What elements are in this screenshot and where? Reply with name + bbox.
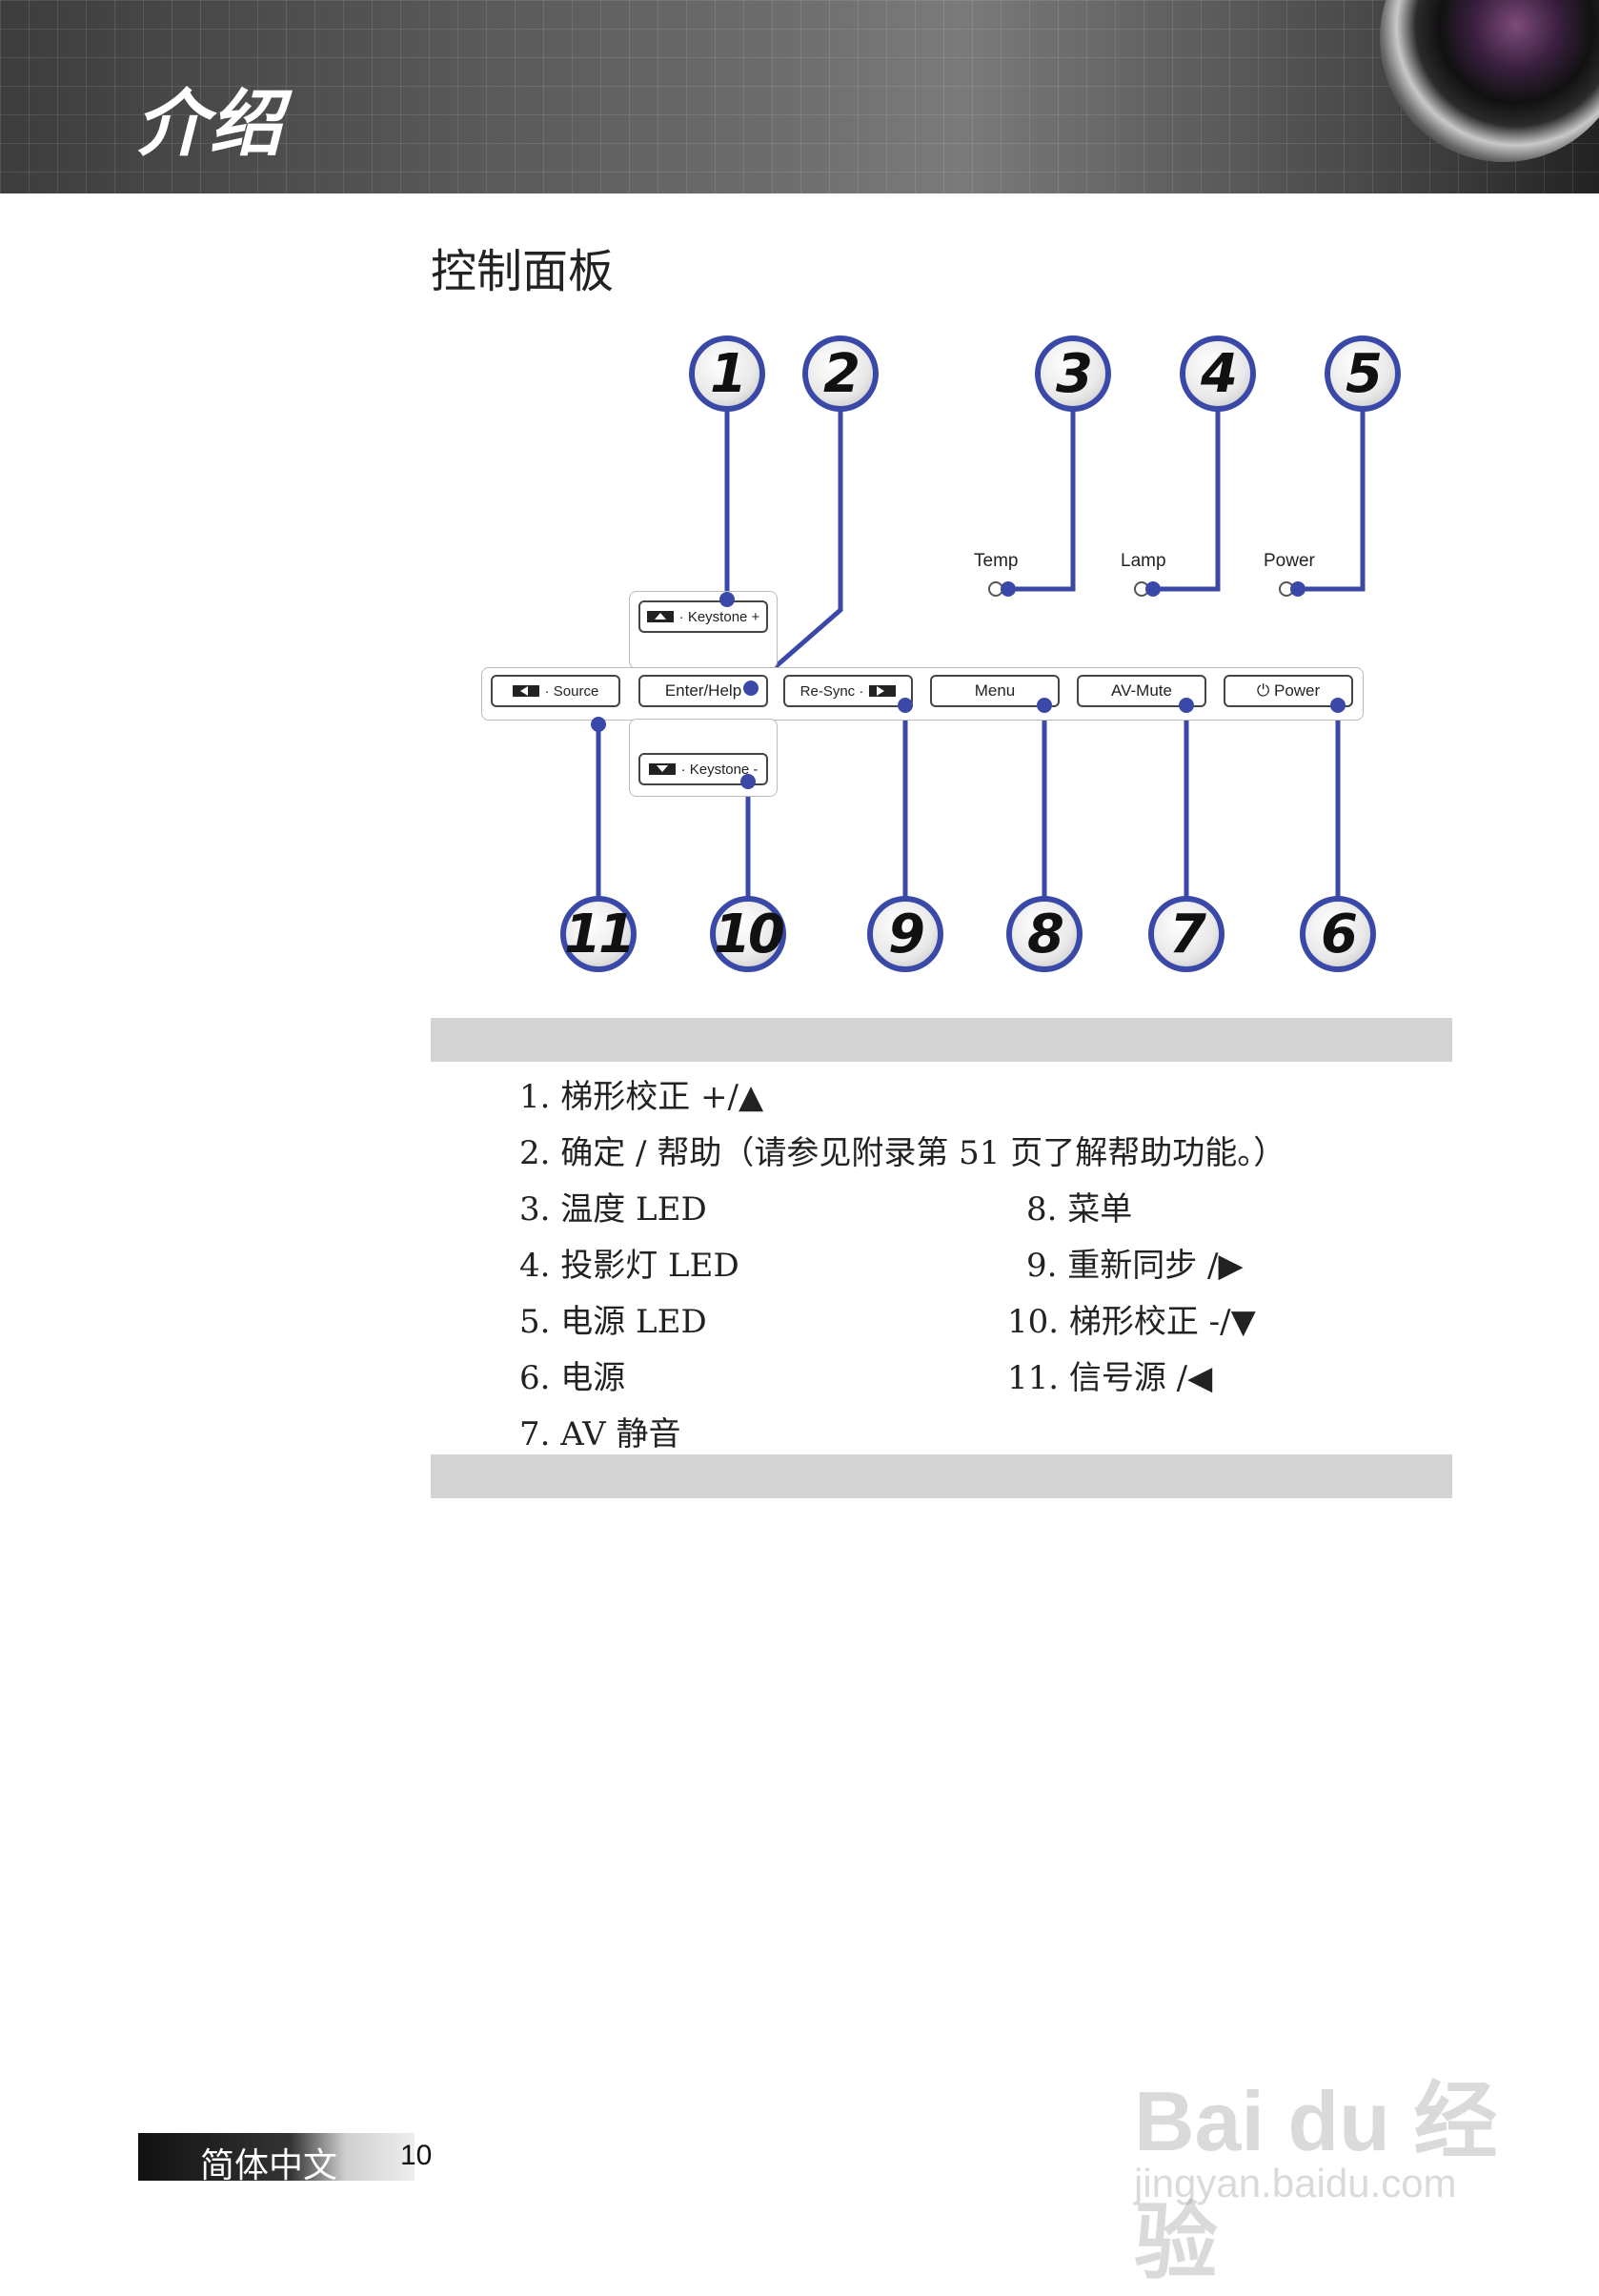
page-header: 介绍 <box>0 0 1599 193</box>
legend-item-1: 1. 梯形校正 +/▲ <box>519 1078 764 1116</box>
header-grid-pattern <box>0 0 1599 193</box>
legend-item-2: 2. 确定 / 帮助（请参见附录第 51 页了解帮助功能。） <box>519 1134 1286 1172</box>
legend-bottom-bar <box>431 1454 1452 1498</box>
connector-dot-8 <box>1037 698 1052 713</box>
connector-dot-5 <box>1290 581 1306 597</box>
page-number: 10 <box>400 2140 433 2171</box>
connector-dot-10 <box>740 774 756 789</box>
callout-5: 5 <box>1325 335 1401 412</box>
callout-9: 9 <box>867 896 943 972</box>
enter-help-label: Enter/Help <box>664 681 742 700</box>
source-button[interactable]: · Source <box>491 675 620 707</box>
connector-dot-1 <box>719 592 735 607</box>
connector-dot-9 <box>898 698 913 713</box>
connector-dot-3 <box>1001 581 1016 597</box>
right-arrow-icon <box>869 685 897 697</box>
callout-6: 6 <box>1300 896 1376 972</box>
av-mute-label: AV-Mute <box>1111 681 1172 700</box>
resync-label: Re-Sync · <box>800 682 864 700</box>
callout-10: 10 <box>710 896 786 972</box>
legend-item-3: 3. 温度 LED <box>519 1190 707 1229</box>
legend-item-10: 10. 梯形校正 -/▼ <box>1007 1303 1256 1341</box>
baidu-watermark: Bai du 经验 jingyan.baidu.com <box>1134 2054 1515 2289</box>
power-button[interactable]: ⏻ Power <box>1224 675 1353 707</box>
control-panel-diagram: · Keystone + · Source Enter/Help Re-Sync… <box>0 0 1599 1048</box>
legend-item-9: 9. 重新同步 /▶ <box>1026 1247 1244 1285</box>
header-title: 介绍 <box>135 81 284 166</box>
main-button-panel <box>481 667 1364 721</box>
watermark-url: jingyan.baidu.com <box>1134 2161 1457 2205</box>
footer-language-label: 简体中文 <box>200 2146 338 2185</box>
power-label: ⏻ Power <box>1256 681 1321 700</box>
left-arrow-icon <box>512 685 539 697</box>
power-led-label: Power <box>1264 551 1315 571</box>
connector-dot-11 <box>591 717 606 732</box>
legend-item-5: 5. 电源 LED <box>519 1303 707 1341</box>
legend-top-bar <box>431 1018 1452 1062</box>
legend-item-11: 11. 信号源 /◀ <box>1007 1359 1213 1397</box>
connector-dot-4 <box>1145 581 1161 597</box>
connector-dot-6 <box>1330 698 1346 713</box>
callout-11: 11 <box>560 896 637 972</box>
callout-8: 8 <box>1006 896 1083 972</box>
down-arrow-icon <box>648 763 676 775</box>
connector-dot-7 <box>1179 698 1194 713</box>
legend-item-7: 7. AV 静音 <box>519 1415 681 1453</box>
source-label: · Source <box>544 682 599 700</box>
legend-item-8: 8. 菜单 <box>1026 1190 1133 1229</box>
footer-language-bar <box>138 2133 415 2181</box>
callout-2: 2 <box>802 335 879 412</box>
temp-led-label: Temp <box>974 551 1019 571</box>
keystone-minus-label: · Keystone - <box>680 761 759 778</box>
lamp-led-label: Lamp <box>1121 551 1166 571</box>
callout-7: 7 <box>1148 896 1225 972</box>
up-arrow-icon <box>646 611 674 622</box>
callout-3: 3 <box>1035 335 1111 412</box>
keystone-plus-button[interactable]: · Keystone + <box>638 600 768 633</box>
keystone-plus-label: · Keystone + <box>678 608 760 625</box>
callout-lines <box>596 410 1366 901</box>
legend-item-4: 4. 投影灯 LED <box>519 1247 739 1285</box>
menu-label: Menu <box>974 681 1016 700</box>
section-title: 控制面板 <box>431 245 615 298</box>
resync-button[interactable]: Re-Sync · <box>783 675 913 707</box>
callout-1: 1 <box>689 335 765 412</box>
connector-dot-2 <box>743 681 759 696</box>
callout-4: 4 <box>1180 335 1256 412</box>
legend-item-6: 6. 电源 <box>519 1359 626 1397</box>
